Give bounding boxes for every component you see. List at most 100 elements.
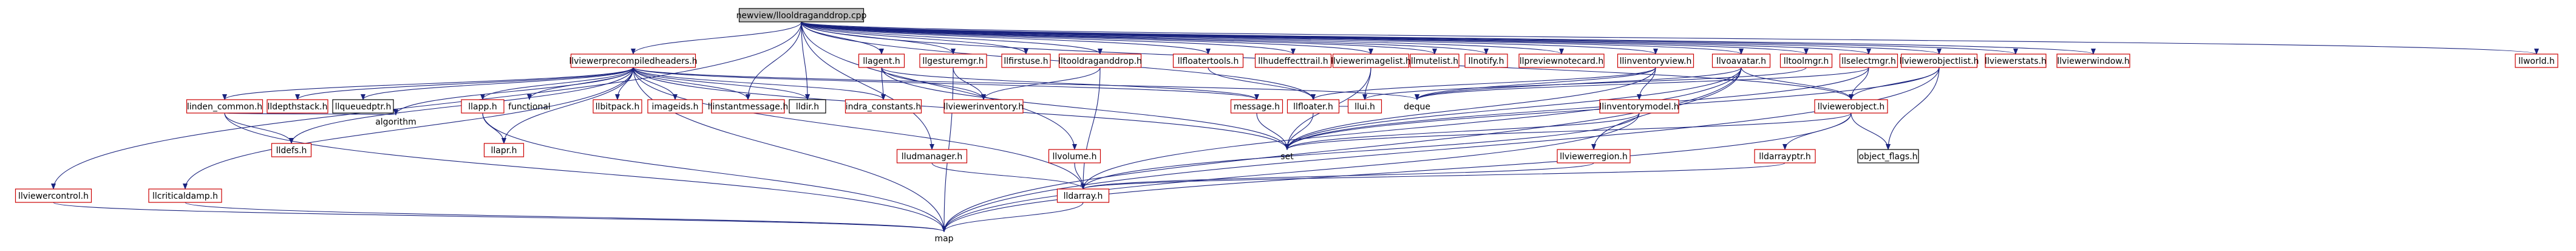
- node-agent[interactable]: llagent.h: [858, 53, 905, 68]
- node-udpmgr-box: [896, 149, 968, 163]
- node-vobject-label: llviewerobject.h: [1818, 102, 1885, 112]
- node-depthstack-label: lldepthstack.h: [267, 102, 327, 112]
- node-indraconst[interactable]: indra_constants.h: [845, 99, 922, 114]
- node-vstats-label: llviewerstats.h: [1985, 57, 2047, 66]
- node-vregion[interactable]: llviewerregion.h: [1557, 149, 1631, 163]
- node-llstr-label: lldir.h: [796, 102, 819, 112]
- edge-root-to-floater: [801, 21, 1316, 100]
- node-imageids[interactable]: imageids.h: [647, 99, 703, 114]
- node-lineden[interactable]: linden_common.h: [186, 99, 263, 114]
- edge-root-to-voavatar: [801, 21, 1744, 55]
- node-imageids-box: [647, 99, 703, 114]
- node-floatertools[interactable]: llfloatertools.h: [1172, 53, 1244, 68]
- node-mutelist[interactable]: llmutelist.h: [1410, 53, 1460, 68]
- node-root-label: newview/llooldraganddrop.cpp: [736, 11, 867, 21]
- edge-root-to-udpmgr: [801, 21, 934, 150]
- node-lltrans-box: [1001, 53, 1051, 68]
- edge-vprec-to-lineden: [222, 67, 634, 100]
- node-llstr[interactable]: lldir.h: [789, 99, 826, 114]
- node-vcontrol-label: llviewercontrol.h: [18, 191, 89, 201]
- node-vwindow[interactable]: llviewerwindow.h: [2056, 53, 2130, 68]
- node-tooldrag[interactable]: lltooldraganddrop.h: [1058, 53, 1142, 68]
- node-floater-box: [1286, 99, 1340, 114]
- node-darray-label: lldarray.h: [1064, 191, 1103, 201]
- node-floater[interactable]: llfloater.h: [1286, 99, 1340, 114]
- node-vregion-label: llviewerregion.h: [1560, 152, 1628, 162]
- node-agent-box: [858, 53, 905, 68]
- edge-invview-to-floater: [1311, 67, 1656, 100]
- node-lineden-label: linden_common.h: [187, 102, 262, 112]
- node-llui[interactable]: llui.h: [1347, 99, 1382, 114]
- node-floatertools-box: [1172, 53, 1244, 68]
- node-depthstack[interactable]: lldepthstack.h: [267, 99, 328, 114]
- node-llapp[interactable]: llapp.h: [461, 99, 505, 114]
- node-vprec[interactable]: llviewerprecompiledheaders.h: [569, 53, 698, 68]
- node-gesture-label: llgesturemgr.h: [922, 57, 984, 66]
- node-gesture[interactable]: llgesturemgr.h: [919, 53, 987, 68]
- edge-tooldrag-to-darray: [1081, 67, 1101, 190]
- edge-invmodel-to-darray: [1081, 112, 1640, 190]
- node-vobjlist[interactable]: llviewerobjectlist.h: [1899, 53, 1979, 68]
- node-vobjlist-label: llviewerobjectlist.h: [1899, 57, 1979, 66]
- node-toolmgr[interactable]: lltoolmgr.h: [1779, 53, 1833, 68]
- node-world[interactable]: llworld.h: [2515, 53, 2558, 68]
- edge-agent-to-vinventory: [881, 67, 986, 100]
- node-voavatar-label: llvoavatar.h: [1716, 57, 1766, 66]
- node-map-label: map: [934, 234, 953, 244]
- node-imagelist[interactable]: llviewerimagelist.h: [1331, 53, 1411, 68]
- node-vcontrol[interactable]: llviewercontrol.h: [15, 188, 92, 203]
- node-queueptr[interactable]: llqueuedptr.h: [332, 99, 394, 114]
- node-notify-box: [1464, 53, 1508, 68]
- node-llapr[interactable]: llapr.h: [483, 143, 525, 157]
- node-imagelist-label: llviewerimagelist.h: [1331, 57, 1411, 66]
- node-bitpack-label: llbitpack.h: [596, 102, 640, 112]
- edge-vobject-to-objflags: [1850, 112, 1891, 150]
- node-udpmgr[interactable]: lludmanager.h: [896, 149, 968, 163]
- node-queueptr-label: llqueuedptr.h: [335, 102, 392, 112]
- node-previewnotecard[interactable]: llpreviewnotecard.h: [1518, 53, 1605, 68]
- edge-vprec-to-instantmsg: [633, 67, 750, 100]
- node-selectmgr[interactable]: llselectmgr.h: [1839, 53, 1898, 68]
- edge-toolmgr-to-llui: [1362, 67, 1807, 100]
- node-vstats[interactable]: llviewerstats.h: [1985, 53, 2047, 68]
- node-darray[interactable]: lldarray.h: [1056, 188, 1110, 203]
- node-llui-label: llui.h: [1354, 102, 1375, 112]
- node-objflags[interactable]: object_flags.h: [1857, 149, 1919, 163]
- edge-vprec-to-deque: [633, 67, 1419, 100]
- node-darrayptr-label: lldarrayptr.h: [1759, 152, 1811, 162]
- edge-voavatar-to-vobject: [1741, 67, 1854, 100]
- node-message-box: [1230, 99, 1283, 114]
- edge-vprec-to-functional: [527, 67, 634, 100]
- node-hud[interactable]: llhudeffecttrail.h: [1254, 53, 1332, 68]
- node-notify[interactable]: llnotify.h: [1464, 53, 1508, 68]
- edge-vprec-to-llstr: [633, 67, 810, 100]
- node-defs[interactable]: lldefs.h: [271, 143, 312, 157]
- node-defs-box: [271, 143, 312, 157]
- edge-root-to-vcontrol: [51, 21, 802, 190]
- node-critdamp-box: [148, 188, 222, 203]
- node-invmodel[interactable]: llinventorymodel.h: [1599, 99, 1679, 114]
- node-vobject[interactable]: llviewerobject.h: [1814, 99, 1888, 114]
- node-invview[interactable]: llinventoryview.h: [1617, 53, 1694, 68]
- node-volume[interactable]: llvolume.h: [1048, 149, 1101, 163]
- node-lltrans[interactable]: llfirstuse.h: [1001, 53, 1051, 68]
- node-tooldrag-box: [1058, 53, 1142, 68]
- node-message[interactable]: message.h: [1230, 99, 1283, 114]
- node-voavatar[interactable]: llvoavatar.h: [1711, 53, 1771, 68]
- node-bitpack[interactable]: llbitpack.h: [593, 99, 642, 114]
- node-root[interactable]: newview/llooldraganddrop.cpp: [736, 8, 867, 22]
- node-layer: newview/llooldraganddrop.cpp llviewerprec…: [15, 8, 2558, 244]
- node-invview-label: llinventoryview.h: [1620, 57, 1692, 66]
- edge-root-to-notify: [801, 21, 1489, 55]
- node-critdamp[interactable]: llcriticaldamp.h: [148, 188, 222, 203]
- node-vinventory[interactable]: llviewerinventory.h: [943, 99, 1024, 114]
- node-darrayptr[interactable]: lldarrayptr.h: [1754, 149, 1816, 163]
- node-instantmsg[interactable]: llinstantmessage.h: [708, 99, 789, 114]
- edge-vobject-to-map: [942, 112, 1852, 232]
- edge-selectmgr-to-set: [1285, 67, 1869, 150]
- node-previewnotecard-box: [1518, 53, 1605, 68]
- edge-vobjlist-to-objflags: [1886, 67, 1940, 150]
- edge-root-to-tooldrag: [801, 21, 1103, 55]
- node-message-label: message.h: [1234, 102, 1280, 112]
- edge-invview-to-set: [1285, 67, 1656, 150]
